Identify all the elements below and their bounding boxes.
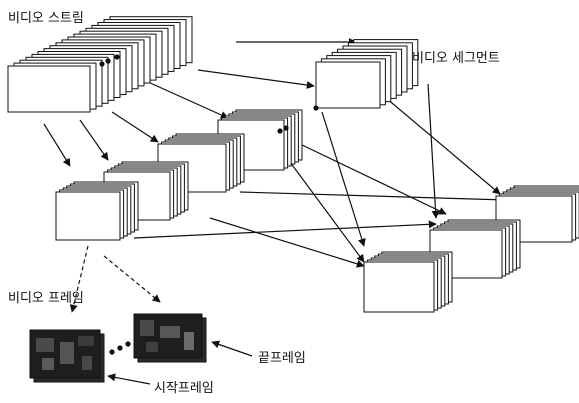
arrow-start-frame-label <box>107 373 151 385</box>
dot <box>109 349 115 355</box>
label-video-stream: 비디오 스트림 <box>8 11 84 26</box>
end-frame-image <box>133 313 207 363</box>
start-frame-image <box>29 329 105 383</box>
card-stack-segment-bottom <box>363 251 453 313</box>
stack-card <box>315 61 381 109</box>
dot <box>99 61 105 67</box>
ellipsis-dots <box>99 54 319 355</box>
dot <box>313 105 319 111</box>
arrow-stream-to-segment-left2 <box>79 119 109 161</box>
stack-card <box>7 65 91 113</box>
dot <box>117 345 123 351</box>
dot <box>105 58 111 64</box>
arrow-segment-top-to-middle <box>427 83 440 219</box>
dot <box>125 341 131 347</box>
arrow-stream-to-segment-left3 <box>43 123 71 167</box>
arrow-center-to-middle <box>299 143 447 215</box>
arrow-stream-to-segment-mid <box>197 69 315 89</box>
arrow-segment-top-to-bottom <box>321 111 366 247</box>
arrows <box>43 38 507 385</box>
card-stack-segment-top <box>315 39 419 109</box>
arrow-left-to-right <box>239 191 507 204</box>
arrow-left-to-middle <box>133 220 437 239</box>
card-stack-segment-left0 <box>55 181 139 241</box>
dot <box>277 128 283 134</box>
arrow-end-frame-label <box>211 340 253 357</box>
dot <box>283 125 289 131</box>
dot <box>114 54 120 60</box>
arrow-segment-top-to-right <box>385 97 501 195</box>
arrow-stream-to-segment-center <box>147 81 229 119</box>
arrow-left-to-bottom <box>209 217 365 268</box>
label-video-frame: 비디오 프레임 <box>8 291 84 306</box>
label-end-frame: 끝프레임 <box>258 351 306 366</box>
arrow-dashed-to-end-frame <box>103 255 161 303</box>
arrow-stream-to-segment-left1 <box>111 111 159 143</box>
label-start-frame: 시작프레임 <box>154 381 214 396</box>
stack-card <box>363 261 435 313</box>
stack-card <box>55 191 121 241</box>
arrow-dashed-to-start-frame <box>69 245 89 313</box>
arrow-center-to-bottom <box>289 161 365 263</box>
label-video-segment: 비디오 세그먼트 <box>412 51 500 66</box>
card-stack-video-stream <box>7 16 193 113</box>
